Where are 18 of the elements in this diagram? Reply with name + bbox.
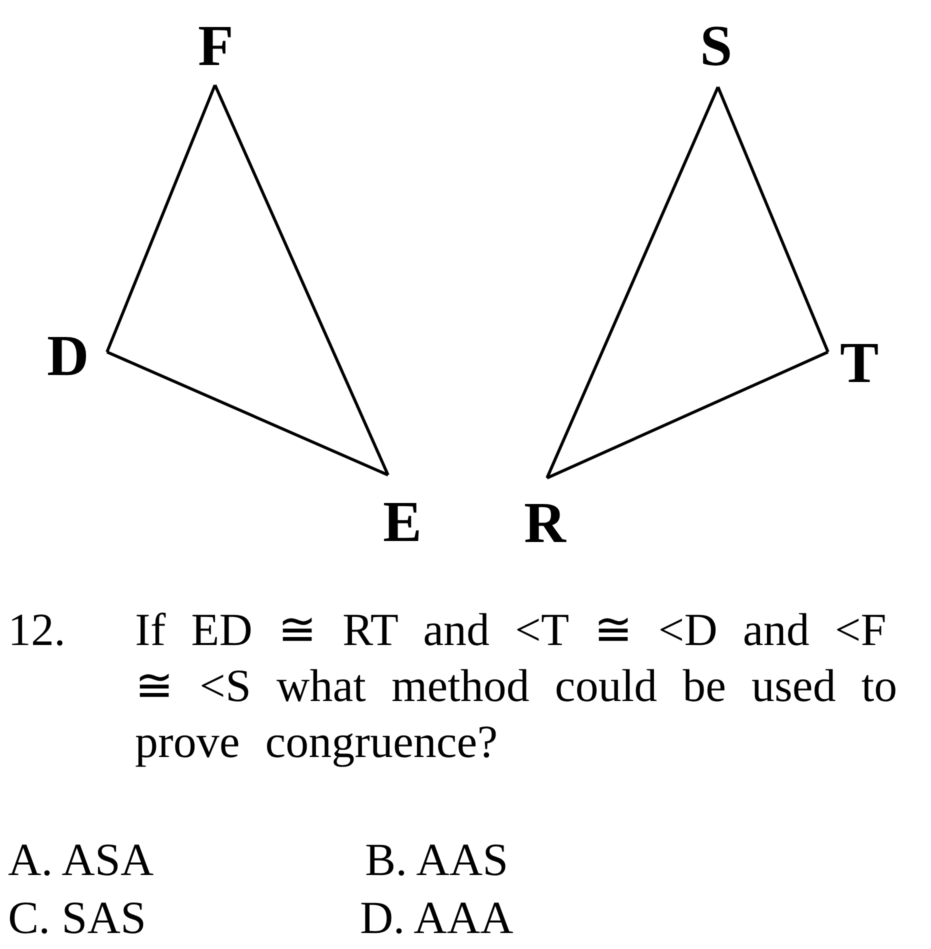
answer-choice: A. ASA xyxy=(8,833,155,887)
question-text: If ED ≅ RT and <T ≅ <D and <F ≅ <S what method could be used to prove congruence? xyxy=(135,603,898,769)
answer-choice: C. SAS xyxy=(8,891,148,945)
vertex-label: D xyxy=(47,327,89,385)
question-number: 12. xyxy=(8,603,66,657)
answer-choice: B. AAS xyxy=(365,833,510,887)
answer-choice: D. AAA xyxy=(360,891,514,945)
triangle-side xyxy=(546,350,829,480)
triangle-side xyxy=(214,84,390,476)
triangle-side xyxy=(106,84,216,353)
triangle-side xyxy=(546,86,720,479)
vertex-label: E xyxy=(383,493,422,551)
triangle-side xyxy=(716,86,830,353)
vertex-label: S xyxy=(700,17,732,75)
vertex-label: T xyxy=(840,334,879,392)
triangle-side xyxy=(106,350,389,476)
vertex-label: R xyxy=(524,494,566,552)
vertex-label: F xyxy=(198,17,234,75)
